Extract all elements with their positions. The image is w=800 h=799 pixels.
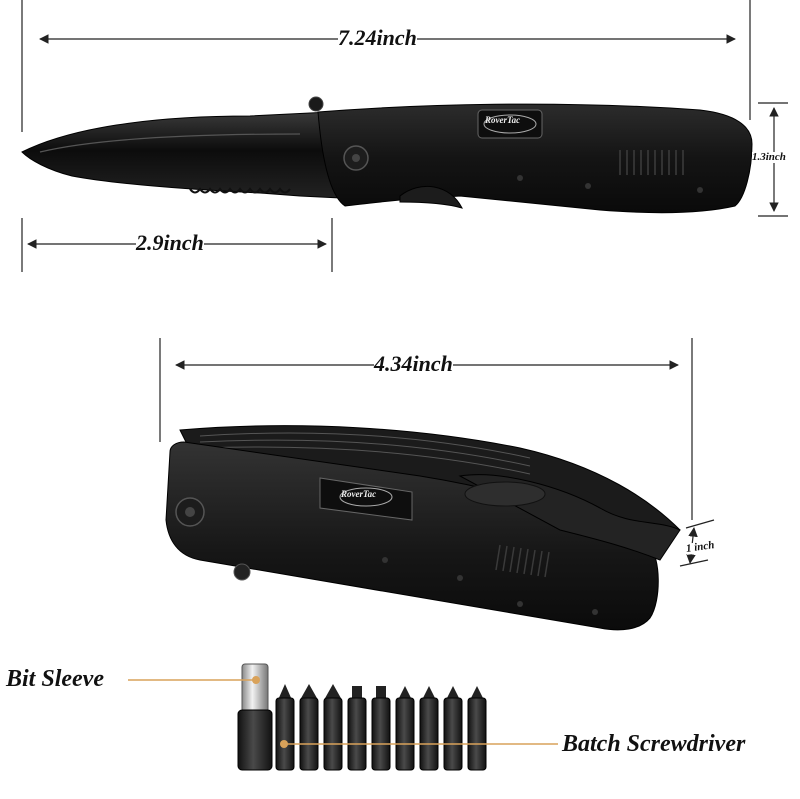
bit-5 xyxy=(371,686,391,771)
bit-sleeve-callout: Bit Sleeve xyxy=(6,666,104,692)
knife-length-label: 7.24inch xyxy=(338,25,417,50)
folding-knife xyxy=(21,96,753,214)
serrated-edge xyxy=(189,187,291,194)
batch-screwdriver-callout: Batch Screwdriver xyxy=(562,731,746,757)
bit-7 xyxy=(419,686,439,771)
bit-3 xyxy=(323,684,343,771)
bit-2 xyxy=(299,684,319,771)
knife-handle xyxy=(317,103,753,214)
bit-9 xyxy=(467,686,487,771)
callout-lines xyxy=(128,676,558,748)
bit-sleeve xyxy=(237,663,273,771)
blade-length-label: 2.9inch xyxy=(136,230,204,255)
bit-4 xyxy=(347,686,367,771)
bit-1 xyxy=(275,684,295,771)
tool-brand-logo: RoverTac xyxy=(341,489,377,499)
knife-brand-logo: RoverTac xyxy=(485,115,521,125)
screwdriver-bit-set xyxy=(237,663,487,771)
bit-6 xyxy=(395,686,415,771)
bit-8 xyxy=(443,686,463,771)
tool-length-label: 4.34inch xyxy=(374,351,453,376)
knife-blade xyxy=(21,111,341,199)
multi-tool xyxy=(165,425,681,631)
dimension-lines-tool xyxy=(159,338,715,567)
knife-height-label: 1.3inch xyxy=(752,151,786,163)
